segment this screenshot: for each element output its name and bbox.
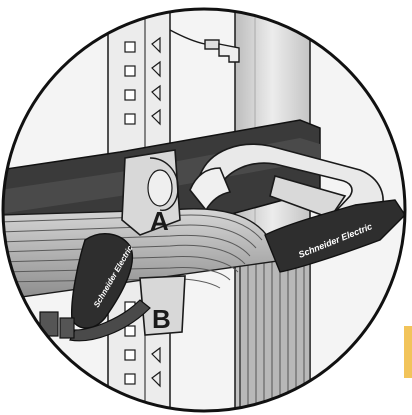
clip-a-label: A [150,206,169,236]
accent-tab [404,326,412,378]
clip-b-label: B [152,304,171,334]
cable-clip-b: B [139,275,186,336]
magnifier-ring [1,7,407,413]
velcro-strap-left: Schneider Electric [69,233,151,342]
cable-clip-a: A [121,149,181,236]
ground-wire [169,29,240,63]
